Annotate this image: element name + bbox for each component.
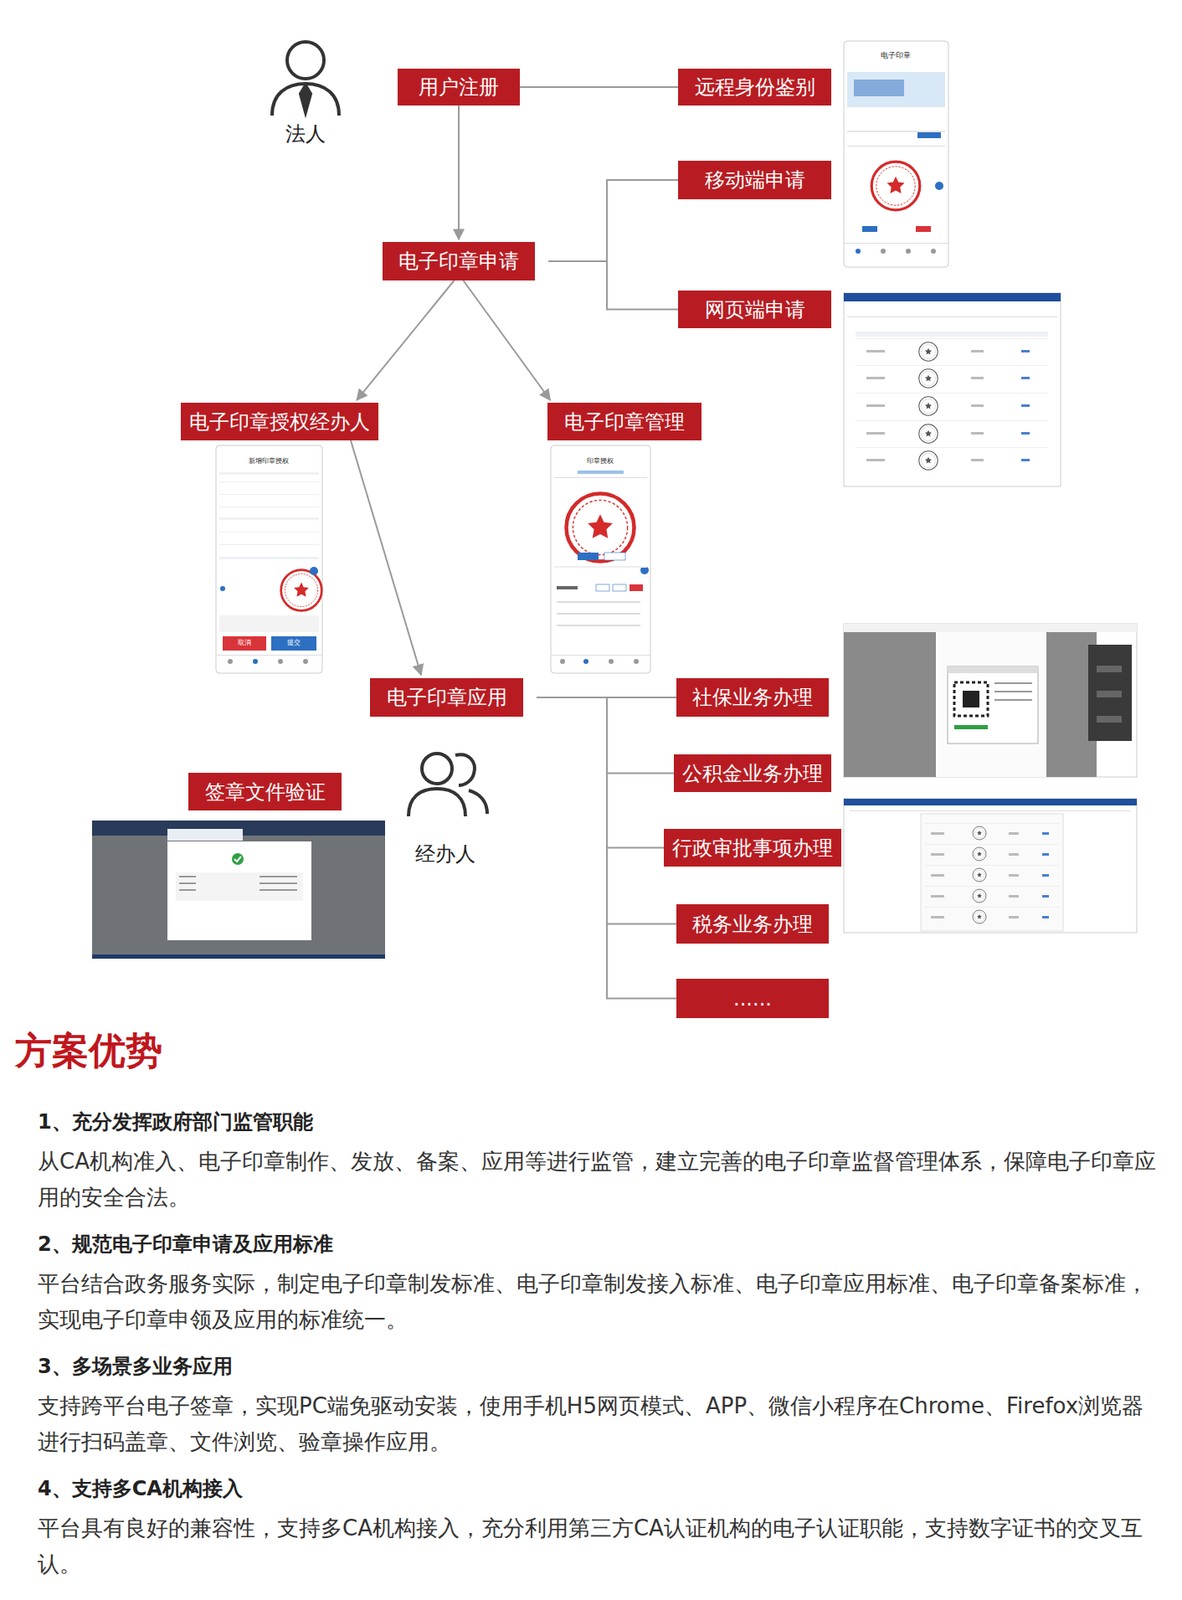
point-body: 平台结合政务服务实际，制定电子印章制发标准、电子印章制发接入标准、电子印章应用标… (37, 1265, 1164, 1338)
role-label: 法人 (272, 121, 340, 147)
web-screenshot (843, 798, 1137, 933)
connector (536, 697, 674, 774)
point-heading: 4、支持多CA机构接入 (37, 1474, 1164, 1502)
box-label: 电子印章申请 (398, 247, 520, 275)
role-label: 经办人 (403, 841, 488, 867)
connector (519, 86, 679, 88)
screen-text: 新增印章授权 (231, 457, 307, 466)
section-title: 方案优势 (15, 1026, 163, 1076)
phone-screenshot (550, 445, 651, 674)
connector (457, 105, 460, 240)
process-box: ...... (676, 978, 829, 1018)
process-box: 公积金业务办理 (673, 754, 832, 792)
process-box: 电子印章应用 (370, 678, 524, 717)
connector (548, 179, 679, 262)
box-label: 电子印章管理 (564, 408, 685, 436)
phone-screenshot (843, 41, 949, 268)
app-screenshot (843, 623, 1137, 777)
screen-text: 电子印章 (862, 50, 930, 61)
screen-text: 取消 (222, 638, 267, 648)
box-label: 电子印章授权经办人 (189, 408, 371, 436)
connector (356, 280, 454, 401)
process-box: 移动端申请 (678, 160, 832, 200)
phone-screenshot (215, 445, 323, 674)
process-box: 电子印章管理 (547, 402, 702, 441)
box-label: 移动端申请 (704, 166, 806, 194)
process-box: 电子印章申请 (382, 241, 535, 281)
screen-text: 提交 (271, 638, 317, 648)
connector (462, 280, 550, 401)
point-heading: 3、多场景多业务应用 (37, 1352, 1164, 1380)
web-screenshot (843, 292, 1061, 487)
connector (350, 440, 422, 675)
box-label: 行政审批事项办理 (672, 834, 833, 862)
box-label: 用户注册 (418, 73, 499, 101)
screen-text: 印章授权 (569, 457, 632, 466)
point-heading: 1、充分发挥政府部门监管职能 (37, 1108, 1164, 1136)
connector (536, 697, 664, 848)
process-box: 电子印章授权经办人 (180, 402, 379, 441)
box-label: 电子印章应用 (386, 683, 508, 711)
box-label: 网页端申请 (704, 296, 806, 324)
point-body: 平台具有良好的兼容性，支持多CA机构接入，充分利用第三方CA认证机构的电子认证职… (37, 1510, 1164, 1583)
point-heading: 2、规范电子印章申请及应用标准 (37, 1230, 1164, 1258)
box-label: 公积金业务办理 (682, 760, 823, 787)
process-box: 网页端申请 (678, 290, 832, 329)
people-icon (408, 753, 488, 817)
box-label: 签章文件验证 (205, 778, 326, 806)
point-body: 从CA机构准入、电子印章制作、发放、备案、应用等进行监管，建立完善的电子印章监督… (37, 1143, 1164, 1216)
box-label: ...... (733, 986, 772, 1011)
process-box: 社保业务办理 (676, 678, 829, 717)
point-body: 支持跨平台电子签章，实现PC端免驱动安装，使用手机H5网页模式、APP、微信小程… (37, 1387, 1164, 1460)
process-box: 行政审批事项办理 (663, 828, 842, 867)
process-box: 签章文件验证 (188, 772, 342, 811)
box-label: 远程身份鉴别 (694, 73, 816, 101)
process-box: 远程身份鉴别 (678, 68, 832, 106)
box-label: 税务业务办理 (692, 910, 813, 938)
person-icon (272, 41, 340, 116)
process-box: 用户注册 (397, 68, 520, 106)
connector (536, 697, 677, 999)
process-box: 税务业务办理 (676, 904, 829, 944)
verify-screenshot (92, 820, 386, 959)
connector (548, 261, 679, 310)
box-label: 社保业务办理 (692, 683, 813, 711)
